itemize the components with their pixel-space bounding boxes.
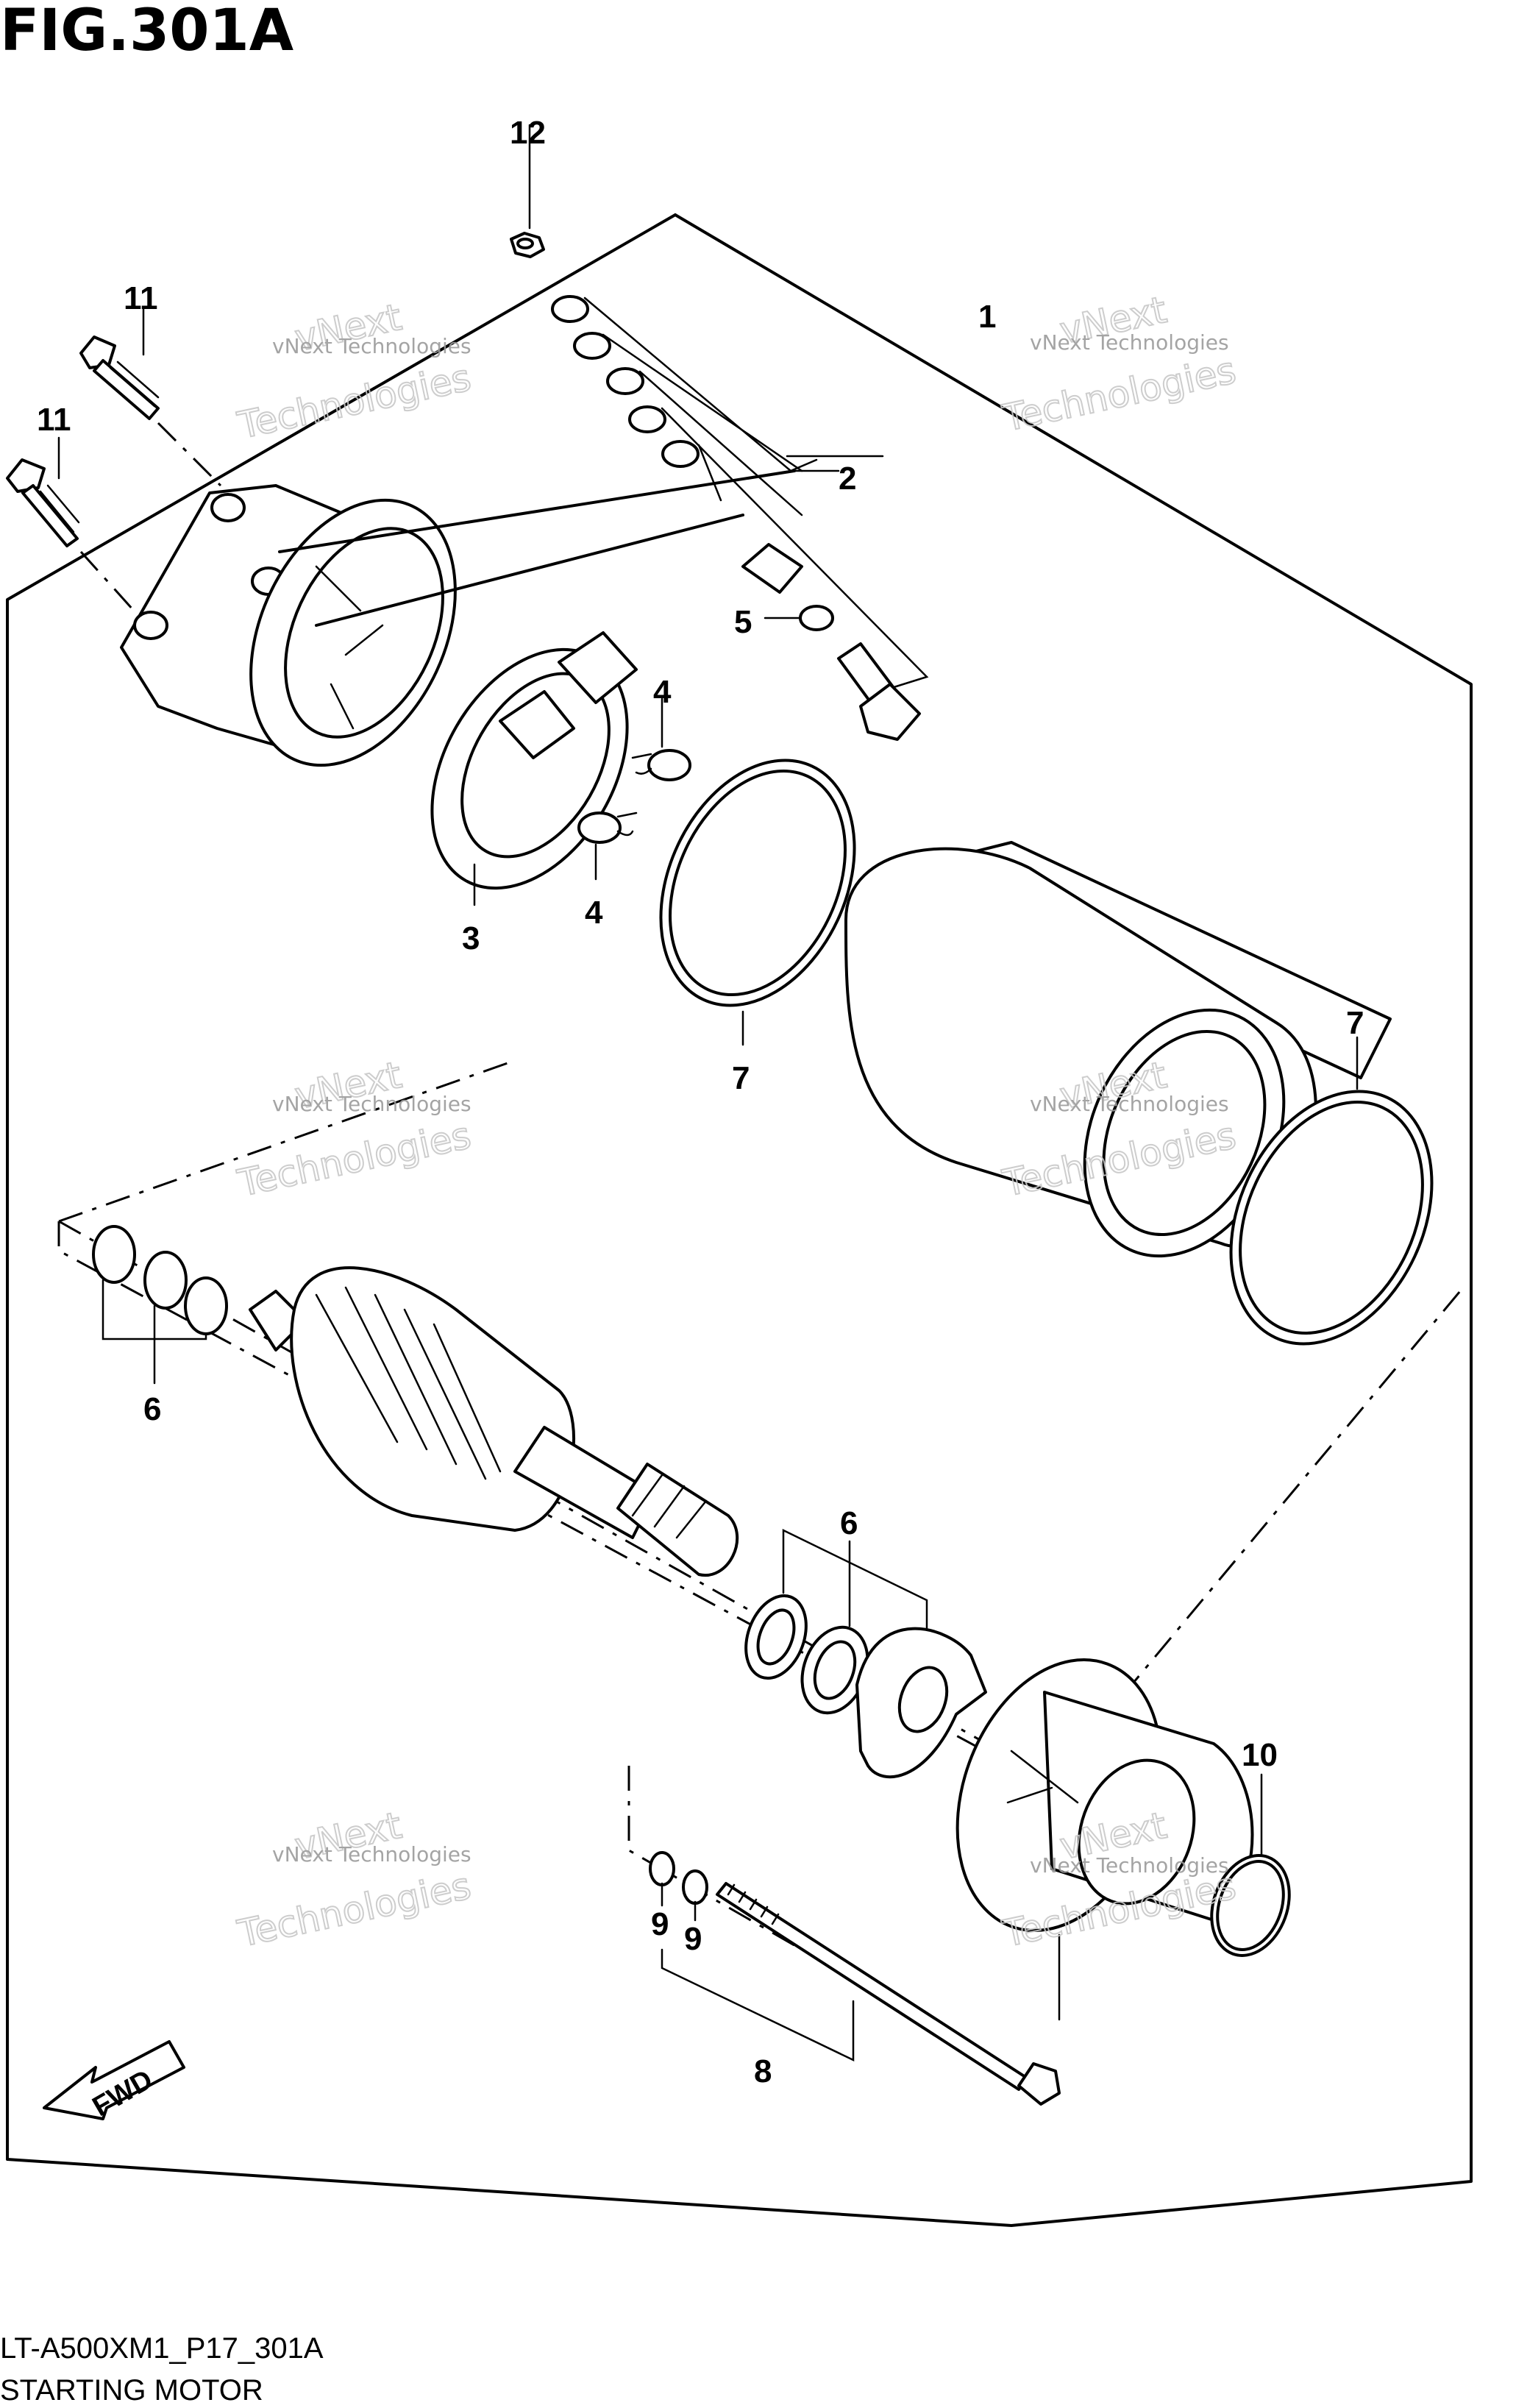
watermark-text: vNext Technologies [272,334,471,358]
part-8-through-bolt [661,1882,1061,2106]
terminal-bolt [837,642,921,741]
callout-9-left: 9 [651,1906,669,1942]
front-bracket [955,1658,1254,2021]
callout-4-upper: 4 [653,674,672,710]
part-7-o-ring-right [1229,1036,1434,1346]
motor-yoke [844,841,1392,1258]
callout-4-lower: 4 [585,895,603,931]
callout-10: 10 [1242,1737,1278,1773]
part-6-washers-left [92,1225,228,1385]
armature [249,1266,739,1577]
part-11-bolt-lower [6,436,149,627]
callout-5: 5 [734,604,752,640]
fwd-label: FWD [88,2064,158,2123]
part-10-o-ring [1210,1773,1291,1957]
lock-plate [855,1627,987,1779]
watermark-text: vNext Technologies [272,1092,471,1116]
callout-7-right: 7 [1346,1005,1364,1041]
callout-9-right: 9 [684,1921,702,1957]
rear-housing [120,484,457,767]
callout-1: 1 [978,299,996,335]
watermark-text: vNext Technologies [1030,1092,1229,1116]
part-4-spring-lower [577,811,638,881]
watermark-word: Technologies [234,1114,474,1205]
callouts: 12 11 11 1 2 5 4 4 3 7 7 6 6 10 9 9 8 [37,115,1364,2089]
part-11-bolt-upper [79,308,222,487]
part-2-terminal-kit [278,295,929,697]
callout-11-upper: 11 [124,280,158,316]
callout-8: 8 [754,2053,772,2089]
watermark-text: vNext Technologies [1030,1853,1229,1878]
figure-code: LT-A500XM1_P17_301A [0,2332,324,2365]
watermark-text: vNext Technologies [272,1842,471,1867]
callout-6-left: 6 [143,1391,161,1427]
part-12-nut [510,124,545,258]
callout-12: 12 [510,115,546,151]
fwd-arrow: FWD [43,2040,185,2123]
figure-title: FIG.301A [0,0,293,64]
callout-6-right: 6 [840,1505,858,1541]
callout-3: 3 [462,920,480,956]
watermark-word: Technologies [234,356,474,447]
callout-11-lower: 11 [37,402,71,438]
watermark-word: Technologies [234,1864,474,1956]
part-4-spring-upper [631,697,691,781]
watermark-text: vNext Technologies [1030,330,1229,355]
part-6-washers-right [744,1529,928,1715]
part-5-o-ring [764,605,834,631]
part-9-washers [649,1851,708,1922]
callout-2: 2 [839,461,856,497]
assembly-outline [6,213,1473,2227]
callout-7-left: 7 [732,1060,750,1096]
part-7-o-ring-left [659,759,856,1046]
watermark-word: Technologies [999,349,1239,440]
figure-name: STARTING MOTOR [0,2374,263,2407]
